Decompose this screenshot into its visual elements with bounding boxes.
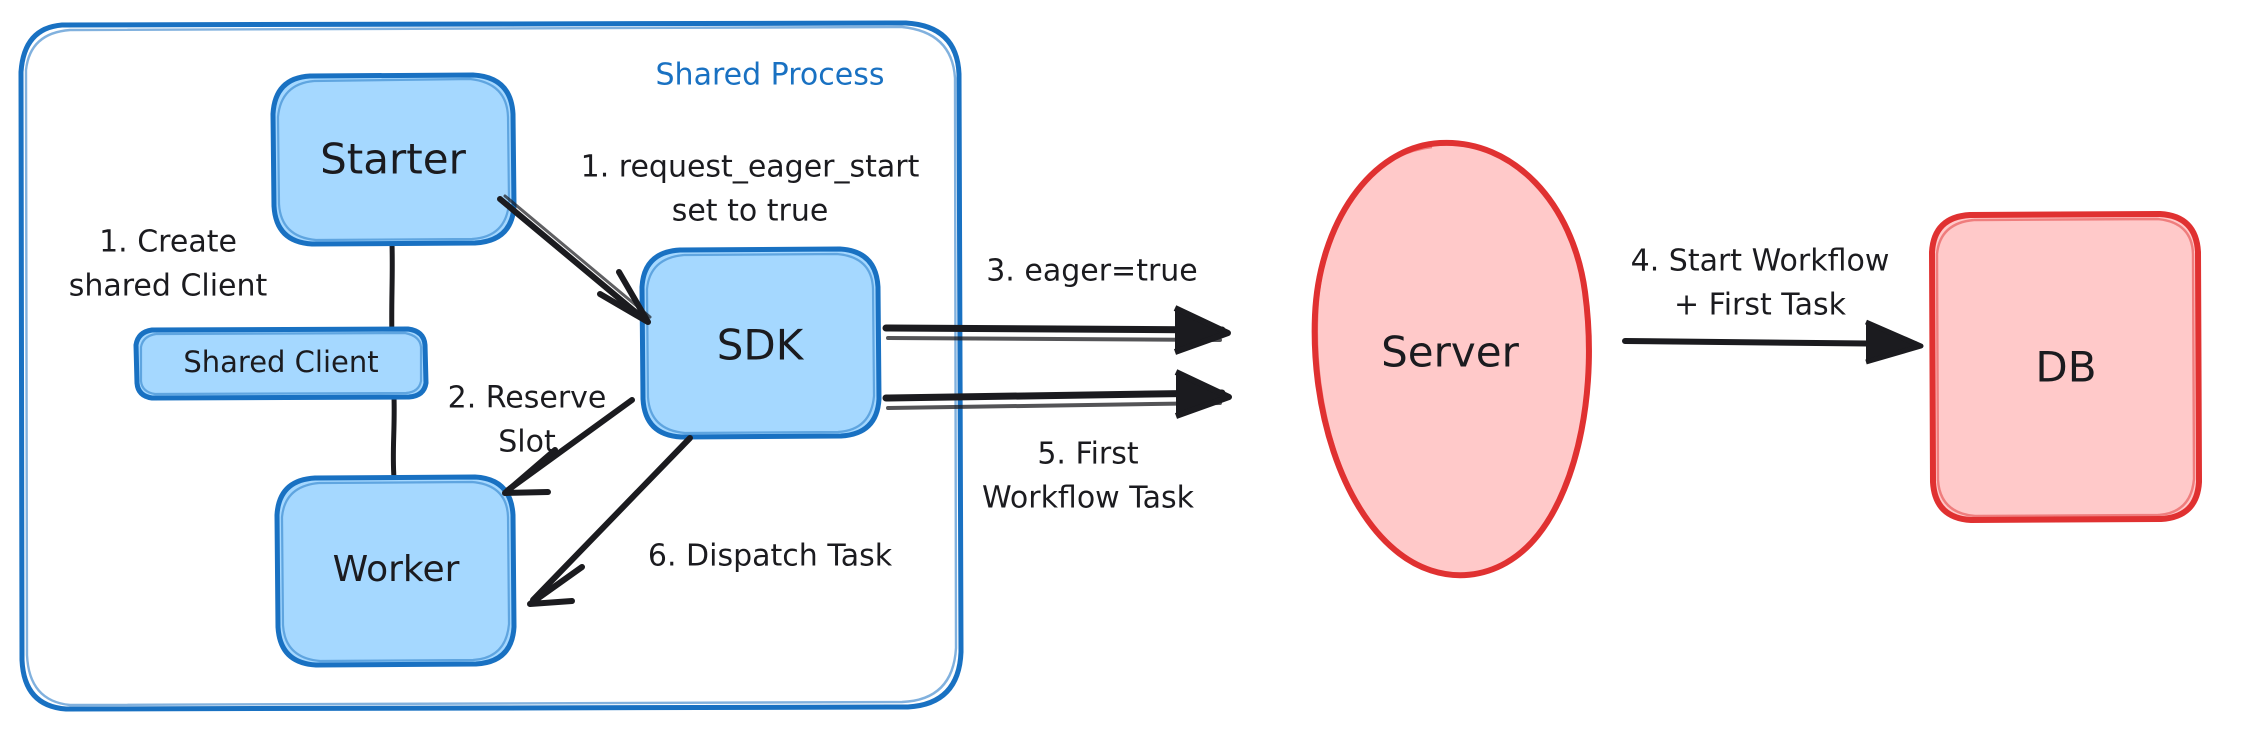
db-shape — [1929, 211, 2202, 523]
edge-label-3-line1: 3. eager=true — [986, 254, 1198, 289]
sdk-shape — [639, 246, 882, 440]
arrow-line — [882, 389, 1226, 402]
server-shape — [1311, 139, 1592, 579]
arrow-head — [1174, 369, 1232, 419]
edge-label-2: 2. Reserve Slot — [448, 381, 607, 460]
server-shape-sketch — [1315, 145, 1433, 545]
edge-sdk-to-server-firsttask — [882, 369, 1232, 419]
edge-label-5-line1: 5. First — [1037, 437, 1139, 472]
node-worker[interactable]: Worker — [274, 474, 517, 668]
arrow-head — [1173, 305, 1231, 355]
edge-label-2-line1: 2. Reserve — [448, 381, 607, 416]
arrow-head — [1865, 319, 1924, 365]
shared-process-label: Shared Process — [656, 58, 885, 93]
edge-label-1: 1. request_eager_start set to true — [581, 150, 920, 229]
edge-label-6: 6. Dispatch Task — [648, 539, 893, 574]
shared-process-border-sketch — [24, 25, 958, 707]
shared-client-shape — [133, 326, 429, 401]
starter-label: Starter — [320, 135, 466, 184]
starter-shape-sketch — [276, 77, 511, 242]
arrow-line-sketch — [886, 336, 1222, 342]
shared-process-group: Shared Process — [18, 20, 964, 712]
arrow-line — [497, 196, 648, 323]
edge-label-5-line2: Workflow Task — [982, 481, 1195, 516]
edge-label-4-line1: 4. Start Workflow — [1631, 244, 1890, 279]
shared-client-label: Shared Client — [183, 345, 378, 379]
node-shared-client[interactable]: Shared Client — [133, 326, 429, 401]
starter-shape — [270, 72, 517, 247]
shared-client-shape-sketch — [139, 331, 423, 396]
edge-starter-to-sdk — [497, 194, 652, 325]
edge-sdk-to-server-eager — [882, 305, 1231, 355]
sdk-shape-sketch — [645, 252, 876, 435]
edge-sdk-to-worker-reserve — [502, 397, 635, 496]
arrow-line-sketch — [886, 401, 1222, 410]
arrow-line — [530, 435, 693, 603]
arrow-head — [597, 269, 651, 325]
edge-server-to-db — [1622, 319, 1924, 365]
edge-label-0-line1: 1. Create — [99, 225, 237, 260]
edge-label-create-shared-client: 1. Create shared Client — [69, 225, 268, 304]
edge-label-6-line1: 6. Dispatch Task — [648, 539, 893, 574]
edge-label-5: 5. First Workflow Task — [982, 437, 1195, 516]
arrow-line — [882, 324, 1226, 334]
edge-label-4-line2: + First Task — [1674, 288, 1847, 323]
edge-label-1-line2: set to true — [672, 194, 829, 229]
edge-label-0-line2: shared Client — [69, 269, 268, 304]
worker-label: Worker — [333, 549, 460, 590]
node-sdk[interactable]: SDK — [639, 246, 882, 440]
db-label: DB — [2035, 343, 2096, 392]
arrow-line-sketch — [503, 194, 652, 319]
node-starter[interactable]: Starter — [270, 72, 517, 247]
arrow-head — [502, 447, 558, 496]
edge-label-1-line1: 1. request_eager_start — [581, 150, 920, 185]
server-label: Server — [1381, 328, 1519, 377]
worker-shape-sketch — [280, 480, 511, 663]
db-shape-sketch — [1935, 217, 2196, 518]
edge-sdk-to-worker-dispatch — [527, 435, 693, 607]
edge-label-4: 4. Start Workflow + First Task — [1631, 244, 1890, 323]
shared-process-border — [18, 20, 964, 712]
node-server[interactable]: Server — [1311, 139, 1592, 579]
arrow-head — [527, 564, 585, 607]
edge-label-2-line2: Slot — [498, 425, 556, 460]
sdk-label: SDK — [717, 321, 805, 370]
node-db[interactable]: DB — [1929, 211, 2202, 523]
edge-label-3: 3. eager=true — [986, 254, 1198, 289]
connector-line-lower — [390, 394, 397, 481]
